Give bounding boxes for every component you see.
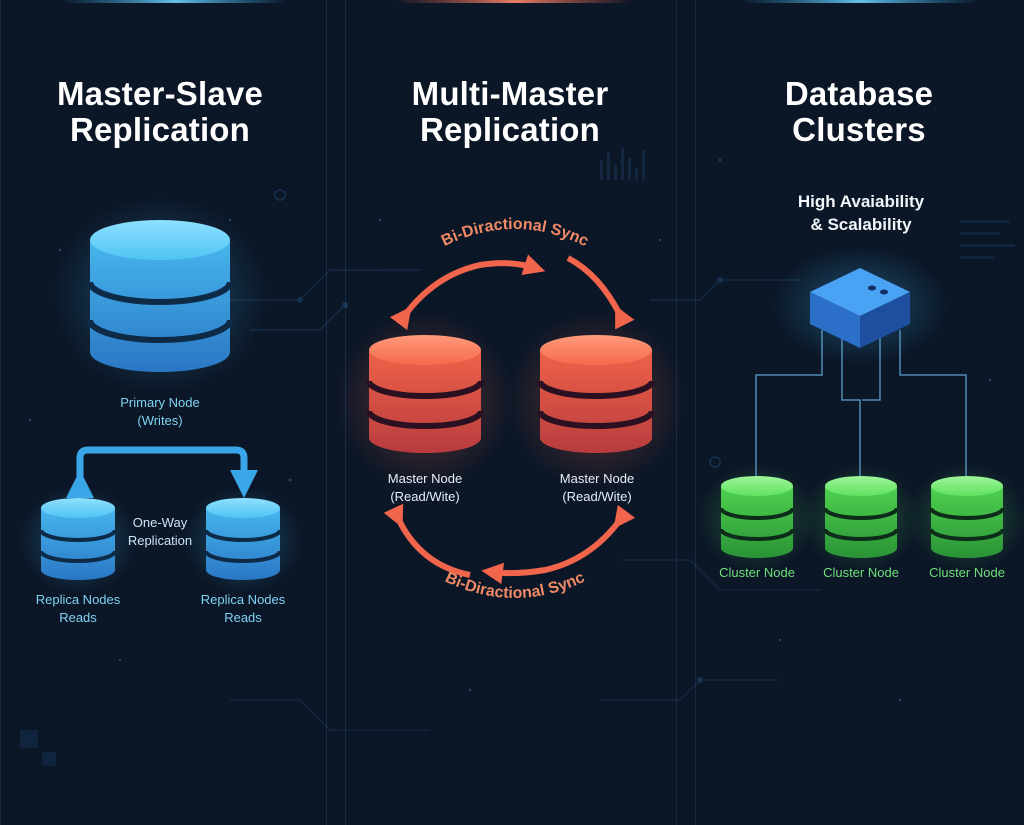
replica-left-label: Replica Nodes Reads bbox=[18, 591, 138, 627]
panel-1-title-line2: Replication bbox=[69, 111, 251, 148]
panel-2-title-line1: Multi-Master bbox=[411, 75, 609, 112]
flow-label-line2: Replication bbox=[127, 533, 193, 548]
replica-left-database-icon bbox=[39, 498, 117, 580]
panel-master-slave bbox=[0, 0, 327, 825]
master-right-label: Master Node (Read/Wite) bbox=[542, 470, 652, 506]
replica-left-label-line1: Replica Nodes bbox=[35, 592, 121, 607]
primary-node-label: Primary Node (Writes) bbox=[80, 394, 240, 430]
cluster-node-1-database-icon bbox=[719, 476, 795, 558]
master-right-label-line1: Master Node bbox=[559, 471, 635, 486]
primary-node-database-icon bbox=[87, 220, 233, 372]
panel-3-title-line2: Clusters bbox=[792, 111, 926, 148]
cluster-node-2-database-icon bbox=[823, 476, 899, 558]
sync-arrow-bottom-right-icon bbox=[481, 504, 636, 585]
sync-arrow-bottom-left-icon bbox=[383, 503, 471, 578]
panel-3-top-glow bbox=[740, 0, 980, 3]
panel-database-clusters bbox=[695, 0, 1024, 825]
replica-right-database-icon bbox=[204, 498, 282, 580]
panel-2-title: Multi-Master Replication bbox=[345, 76, 675, 148]
cluster-node-3-label: Cluster Node bbox=[929, 565, 1005, 580]
replica-left-label-line2: Reads bbox=[59, 610, 97, 625]
master-right-database-icon bbox=[537, 335, 655, 453]
cluster-hub-cube-icon bbox=[810, 268, 910, 348]
panel-3-title-line1: Database bbox=[784, 75, 934, 112]
cluster-node-1-label: Cluster Node bbox=[719, 565, 795, 580]
background-decoration bbox=[20, 148, 1015, 766]
cluster-node-3-database-icon bbox=[929, 476, 1005, 558]
panel-3-title: Database Clusters bbox=[694, 76, 1024, 148]
panel-1-top-glow bbox=[60, 0, 290, 3]
replica-right-label-line1: Replica Nodes bbox=[200, 592, 286, 607]
master-left-label-line2: (Read/Wite) bbox=[390, 489, 460, 504]
panel-3-subtitle-line1: High Avaiability bbox=[797, 192, 925, 211]
replica-right-label-line2: Reads bbox=[224, 610, 262, 625]
panel-multi-master bbox=[345, 0, 677, 825]
sync-arrow-top-right-icon bbox=[566, 255, 635, 330]
panel-2-title-line2: Replication bbox=[419, 111, 601, 148]
one-way-replication-arrow-icon bbox=[66, 446, 258, 498]
master-left-label: Master Node (Read/Wite) bbox=[370, 470, 480, 506]
sync-arrow-top-left-icon bbox=[389, 254, 546, 331]
primary-node-label-line1: Primary Node bbox=[120, 395, 200, 410]
cluster-node-2-label: Cluster Node bbox=[823, 565, 899, 580]
master-right-label-line2: (Read/Wite) bbox=[562, 489, 632, 504]
master-left-label-line1: Master Node bbox=[387, 471, 463, 486]
panel-1-title: Master-Slave Replication bbox=[0, 76, 325, 148]
panel-1-title-line1: Master-Slave bbox=[56, 75, 263, 112]
panel-3-subtitle: High Avaiability & Scalability bbox=[711, 190, 1011, 236]
flow-label-line1: One-Way bbox=[132, 515, 188, 530]
primary-node-label-line2: (Writes) bbox=[137, 413, 183, 428]
panel-3-subtitle-line2: & Scalability bbox=[810, 215, 912, 234]
replica-right-label: Replica Nodes Reads bbox=[183, 591, 303, 627]
one-way-replication-label: One-Way Replication bbox=[115, 514, 205, 550]
master-left-database-icon bbox=[366, 335, 484, 453]
panel-2-top-glow bbox=[395, 0, 635, 3]
